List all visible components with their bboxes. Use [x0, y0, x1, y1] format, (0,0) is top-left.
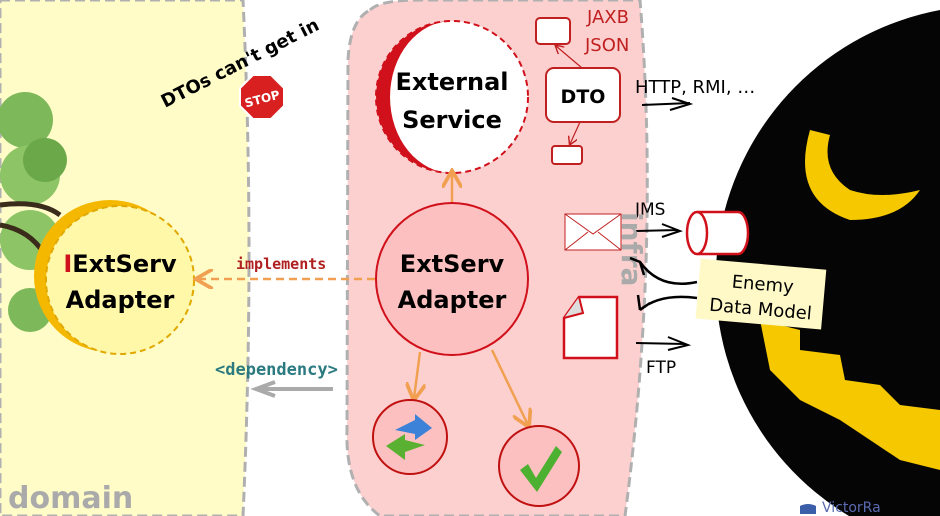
- jms-label: JMS: [634, 200, 665, 220]
- svg-text:IExtServ: IExtServ: [63, 250, 177, 278]
- json-label: JSON: [584, 35, 629, 56]
- twitter-handle-link[interactable]: VictorRa: [822, 500, 881, 516]
- stop-sign-icon: STOP: [239, 74, 285, 120]
- enemy-data-model-note: Enemy Data Model: [695, 258, 827, 330]
- implements-label: implements: [236, 255, 326, 273]
- svg-text:Adapter: Adapter: [398, 286, 507, 314]
- extserv-adapter-node: ExtServ Adapter: [375, 202, 529, 356]
- queue-cylinder-icon: [685, 210, 750, 256]
- http-rmi-label: HTTP, RMI, …: [635, 77, 755, 98]
- checkmark-icon: [498, 425, 580, 507]
- ftp-label: FTP: [646, 358, 676, 378]
- domain-label: domain: [8, 481, 133, 516]
- jaxb-label: JAXB: [586, 7, 629, 28]
- dependency-label: <dependency>: [215, 360, 338, 380]
- svg-text:Adapter: Adapter: [66, 286, 175, 314]
- file-icon: [562, 295, 619, 360]
- svg-text:ExtServ: ExtServ: [400, 250, 505, 278]
- svg-text:DTO: DTO: [561, 86, 606, 108]
- dependency-arrow: [250, 380, 333, 398]
- svg-text:Service: Service: [402, 106, 502, 134]
- envelope-icon: [564, 213, 622, 251]
- svg-text:External: External: [396, 68, 509, 96]
- dto-small-box-top: [535, 17, 571, 45]
- dto-small-box-bottom: [551, 145, 583, 165]
- iextserv-adapter-node: IExtServ Adapter: [34, 200, 195, 355]
- twitter-bird-icon: [800, 504, 816, 514]
- exchange-arrows-icon: [372, 399, 448, 475]
- external-service-node: External Service: [375, 20, 529, 174]
- dto-box: [545, 67, 621, 123]
- pumpkin-enemy-illustration: [715, 10, 940, 516]
